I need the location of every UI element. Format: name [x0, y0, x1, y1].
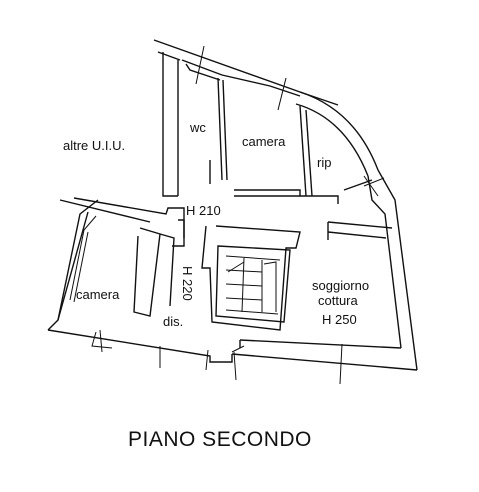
label-soggiorno: soggiorno	[312, 278, 369, 293]
label-rip: rip	[317, 155, 331, 170]
label-height-soggiorno: H 250	[322, 312, 357, 327]
plan-title: PIANO SECONDO	[128, 428, 312, 451]
openings	[91, 45, 385, 385]
outer-walls	[47, 39, 418, 371]
label-camera-top: camera	[242, 134, 286, 149]
label-height-disimpegno: H 220	[180, 266, 195, 301]
staircase	[225, 255, 281, 315]
room-labels: altre U.I.U. wc camera rip H 210 H 220 c…	[63, 120, 369, 329]
label-height-corridor: H 210	[186, 203, 221, 218]
label-wc: wc	[189, 120, 206, 135]
interior-walls	[133, 77, 393, 331]
label-cottura: cottura	[318, 293, 359, 308]
label-disimpegno: dis.	[163, 314, 183, 329]
label-camera-left: camera	[76, 287, 120, 302]
label-neighbor: altre U.I.U.	[63, 138, 125, 153]
